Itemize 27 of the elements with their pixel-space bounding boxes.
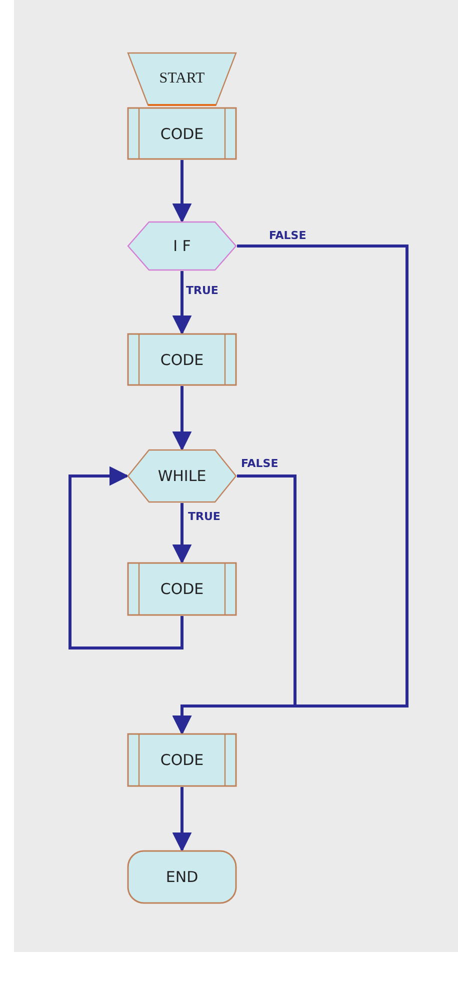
arrow <box>172 271 192 335</box>
node-label: WHILE <box>156 467 208 485</box>
process-box <box>127 562 237 616</box>
arrow <box>172 160 192 223</box>
arrow <box>68 466 184 650</box>
process-box <box>127 107 237 160</box>
node-label: CODE <box>159 350 205 368</box>
edge-label: FALSE <box>240 457 280 470</box>
arrow <box>172 474 296 735</box>
arrow <box>172 787 192 852</box>
edge-label: TRUE <box>185 284 220 297</box>
arrow <box>172 503 192 564</box>
node-label: START <box>158 70 206 88</box>
edge-label: TRUE <box>187 510 222 523</box>
end-terminal <box>127 850 237 904</box>
node-label: CODE <box>159 751 205 769</box>
node-label: CODE <box>159 124 205 142</box>
node-label: CODE <box>159 580 205 598</box>
edge-label: FALSE <box>268 229 308 242</box>
node-label: END <box>164 868 200 886</box>
node-label: I F <box>172 237 192 255</box>
decision-hexagon <box>127 449 237 503</box>
decision-hexagon <box>127 221 237 271</box>
process-box <box>127 333 237 386</box>
start-trapezoid <box>127 52 237 106</box>
arrow <box>172 386 192 451</box>
process-box <box>127 733 237 787</box>
